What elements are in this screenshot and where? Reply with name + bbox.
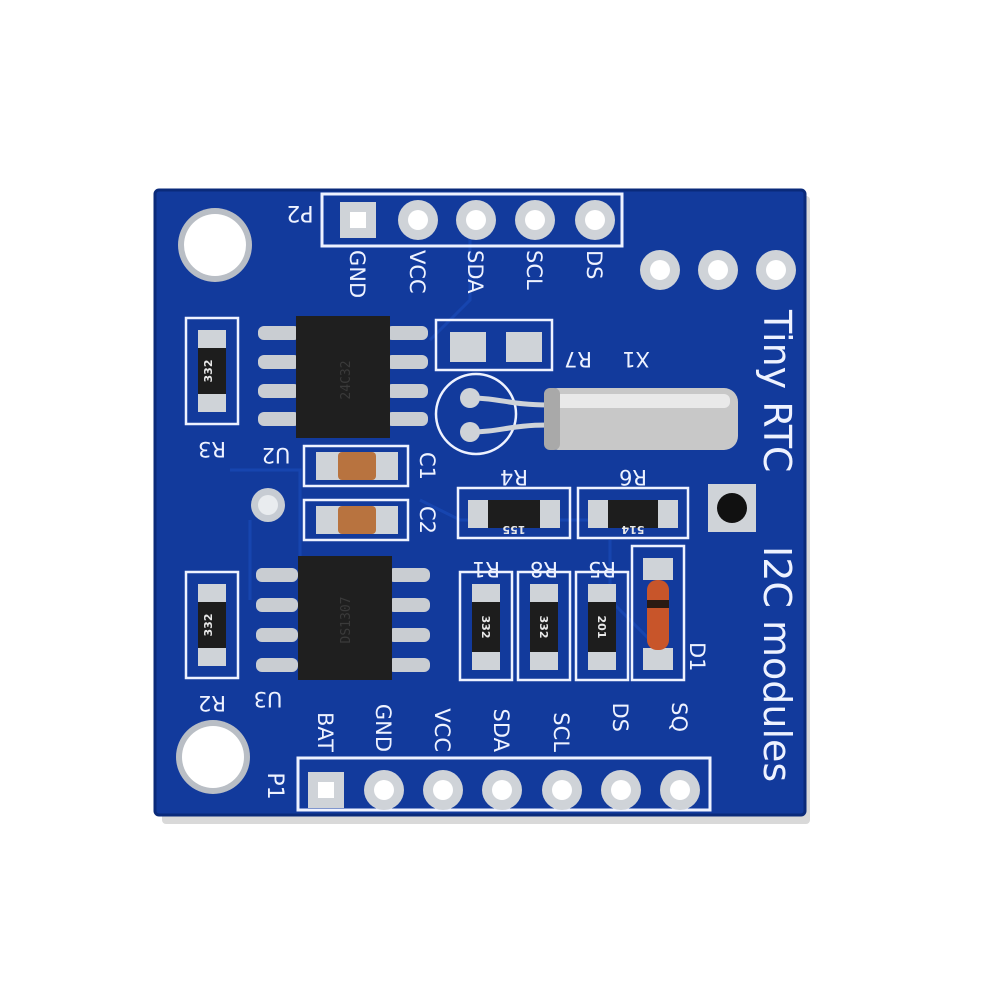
- resistor-r2-designator: R2: [198, 691, 226, 715]
- resistor-r8-designator: R8: [530, 557, 558, 581]
- chip-u2-designator: U2: [262, 443, 291, 467]
- header-bottom-pin-3: [423, 770, 463, 810]
- resistor-r3-code: 332: [202, 360, 215, 383]
- header-top-pin-5: [575, 200, 615, 240]
- header-bottom-pin-5: [542, 770, 582, 810]
- header-bottom-pin-1: [308, 772, 344, 808]
- header-top-pin-4: [515, 200, 555, 240]
- chip-u2: 24C32: [258, 316, 428, 438]
- diode-d1: [630, 544, 686, 682]
- header-bottom-pin-2: [364, 770, 404, 810]
- resistor-r5: 201: [574, 570, 630, 682]
- resistor-r7-pads: [434, 318, 554, 372]
- capacitor-c2-designator: C2: [415, 506, 439, 534]
- header-bottom: [296, 756, 712, 812]
- header-top-pin-3: [456, 200, 496, 240]
- diode-d1-designator: D1: [685, 642, 709, 672]
- header-bottom-pin-label-1: BAT: [313, 712, 337, 752]
- resistor-r1: 332: [458, 570, 514, 682]
- square-pad: [708, 484, 756, 532]
- header-top-pin-label-1: GND: [345, 250, 369, 298]
- header-top-pin-label-2: VCC: [405, 250, 429, 294]
- resistor-r4-designator: R4: [500, 465, 528, 489]
- resistor-r7-designator: R7: [564, 347, 592, 371]
- resistor-r3-designator: R3: [198, 437, 226, 461]
- resistor-r5-designator: R5: [588, 557, 616, 581]
- header-top-pin-label-5: DS: [582, 250, 606, 280]
- resistor-r1-code: 332: [479, 616, 492, 639]
- header-top-pin-label-3: SDA: [463, 250, 487, 294]
- extra-pads: [640, 250, 796, 290]
- crystal-x1-designator: X1: [622, 347, 650, 371]
- board-title-line2: I2C modules: [755, 546, 799, 782]
- header-bottom-pin-4: [482, 770, 522, 810]
- resistor-r6: 514: [576, 486, 690, 540]
- resistor-r4: 155: [456, 486, 572, 540]
- resistor-r5-code: 201: [595, 616, 608, 639]
- via-hole: [251, 488, 285, 522]
- header-bottom-pin-label-2: GND: [371, 704, 395, 752]
- resistor-r6-designator: R6: [619, 465, 647, 489]
- header-top-pin-2: [398, 200, 438, 240]
- header-bottom-pin-6: [601, 770, 641, 810]
- header-top-label: P2: [286, 200, 313, 225]
- capacitor-c1-designator: C1: [415, 452, 439, 480]
- header-bottom-pin-label-7: SQ: [667, 702, 691, 732]
- resistor-r4-code: 155: [503, 523, 526, 536]
- resistor-r8: 332: [516, 570, 572, 682]
- header-bottom-pin-label-6: DS: [608, 702, 632, 732]
- header-bottom-pin-7: [660, 770, 700, 810]
- board-title-line1: Tiny RTC: [755, 309, 799, 472]
- capacitor-c2: [302, 498, 410, 542]
- crystal-x1: [434, 372, 738, 456]
- header-bottom-pin-label-3: VCC: [430, 708, 454, 752]
- resistor-r8-code: 332: [537, 616, 550, 639]
- header-bottom-label: P1: [262, 772, 287, 799]
- resistor-r1-designator: R1: [472, 557, 500, 581]
- chip-u2-marking: 24C32: [339, 360, 354, 399]
- mounting-hole-top: [178, 208, 252, 282]
- mounting-hole-bottom: [176, 720, 250, 794]
- header-bottom-pin-label-5: SCL: [549, 712, 573, 752]
- capacitor-c1: [302, 444, 410, 488]
- chip-u3: DS1307: [256, 556, 430, 680]
- header-bottom-pin-label-4: SDA: [489, 709, 513, 753]
- header-top: [320, 192, 624, 248]
- chip-u3-marking: DS1307: [339, 597, 354, 644]
- header-top-pin-1: [340, 202, 376, 238]
- chip-u3-designator: U3: [254, 687, 283, 711]
- header-top-pin-label-4: SCL: [522, 250, 546, 290]
- resistor-r2: 332: [184, 570, 240, 680]
- resistor-r6-code: 514: [621, 523, 644, 536]
- resistor-r3: 332: [184, 316, 240, 426]
- resistor-r2-code: 332: [202, 614, 215, 637]
